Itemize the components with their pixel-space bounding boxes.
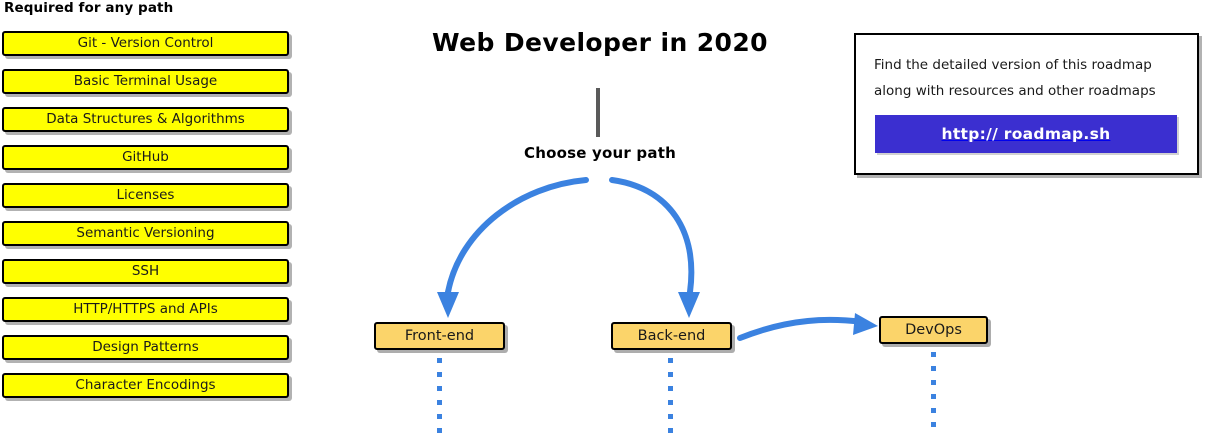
dotted-trail-back-end xyxy=(668,358,673,436)
info-card: Find the detailed version of this roadma… xyxy=(854,33,1199,175)
required-topic-label: Design Patterns xyxy=(92,338,199,355)
info-card-line-2: along with resources and other roadmaps xyxy=(874,83,1156,99)
required-topic-item[interactable]: Character Encodings xyxy=(2,373,289,398)
roadmap-link-label: http:// roadmap.sh xyxy=(941,125,1111,143)
arrow-backend-to-devops xyxy=(737,313,878,341)
required-topic-item[interactable]: Basic Terminal Usage xyxy=(2,69,289,94)
page-title: Web Developer in 2020 xyxy=(432,28,768,57)
choose-your-path-label: Choose your path xyxy=(524,144,676,162)
path-box-back-end[interactable]: Back-end xyxy=(611,322,732,350)
required-topic-item[interactable]: Git - Version Control xyxy=(2,31,289,56)
required-topic-item[interactable]: GitHub xyxy=(2,145,289,170)
dotted-trail-devops xyxy=(931,352,936,436)
required-topic-item[interactable]: HTTP/HTTPS and APIs xyxy=(2,297,289,322)
dotted-trail-front-end xyxy=(437,358,442,436)
path-box-label: Front-end xyxy=(404,328,475,344)
required-topics-heading: Required for any path xyxy=(4,0,174,16)
path-box-label: Back-end xyxy=(637,328,706,344)
required-topic-label: Data Structures & Algorithms xyxy=(46,110,245,127)
info-card-line-1: Find the detailed version of this roadma… xyxy=(874,57,1152,73)
path-box-devops[interactable]: DevOps xyxy=(879,316,988,344)
required-topics-list: Git - Version Control Basic Terminal Usa… xyxy=(2,31,289,411)
required-topic-label: Licenses xyxy=(116,186,175,203)
path-box-front-end[interactable]: Front-end xyxy=(374,322,505,350)
roadmap-link-button[interactable]: http:// roadmap.sh xyxy=(875,115,1177,153)
required-topic-label: Basic Terminal Usage xyxy=(73,72,218,89)
required-topic-item[interactable]: Licenses xyxy=(2,183,289,208)
arrow-to-frontend xyxy=(437,177,589,318)
title-stem-line xyxy=(596,88,600,137)
required-topic-item[interactable]: Design Patterns xyxy=(2,335,289,360)
required-topics-section: Required for any path Git - Version Cont… xyxy=(0,0,300,436)
arrow-to-backend xyxy=(609,177,700,318)
required-topic-label: SSH xyxy=(131,262,160,279)
required-topic-label: Character Encodings xyxy=(75,376,216,393)
required-topic-label: GitHub xyxy=(122,148,169,165)
required-topic-label: Semantic Versioning xyxy=(76,224,215,241)
required-topic-item[interactable]: SSH xyxy=(2,259,289,284)
required-topic-item[interactable]: Semantic Versioning xyxy=(2,221,289,246)
required-topic-label: Git - Version Control xyxy=(77,34,214,51)
required-topic-label: HTTP/HTTPS and APIs xyxy=(73,300,218,317)
required-topic-item[interactable]: Data Structures & Algorithms xyxy=(2,107,289,132)
path-box-label: DevOps xyxy=(905,322,962,338)
